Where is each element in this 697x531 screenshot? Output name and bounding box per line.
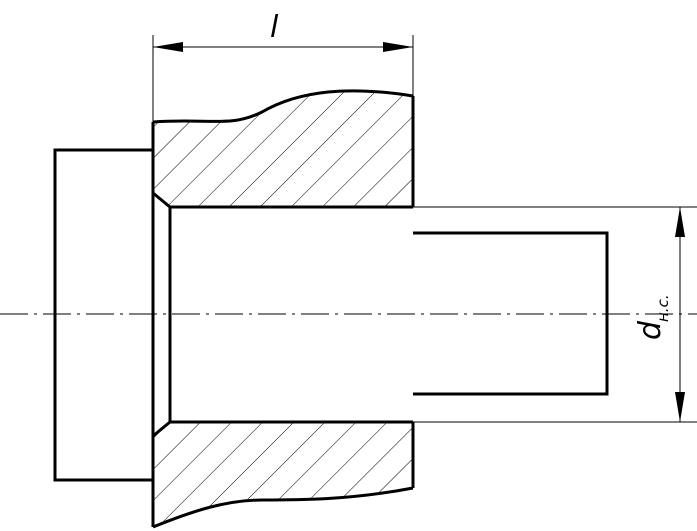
bore-outline xyxy=(152,191,413,438)
diameter-subscript: н.с. xyxy=(654,294,672,322)
break-line-top xyxy=(152,89,414,124)
length-dimension xyxy=(152,35,414,122)
length-label: l xyxy=(270,10,279,45)
diameter-dimension xyxy=(413,206,697,423)
diameter-label: d xyxy=(633,320,668,340)
left-flange-outline xyxy=(53,148,153,482)
break-line-bottom xyxy=(152,486,414,529)
hatched-section-bottom xyxy=(153,422,413,527)
